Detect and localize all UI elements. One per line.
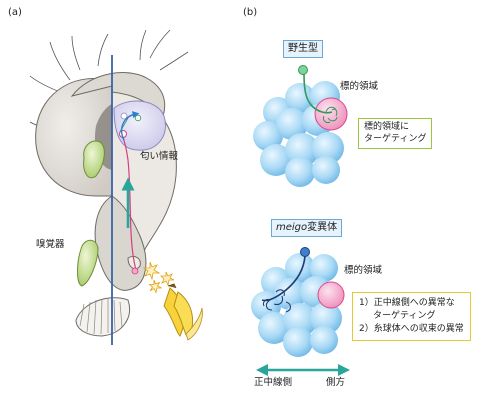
odor-info-label: 匂い情報 (140, 151, 179, 162)
panel-a-label: (a) (8, 7, 22, 18)
labellum (75, 297, 130, 337)
mutant-description-line-2: ターゲティング (373, 311, 436, 322)
antenna (83, 140, 105, 179)
wild-type-target-glomerulus (314, 97, 348, 131)
mutant-target-glomerulus (317, 281, 345, 309)
fly-head-illustration (29, 29, 203, 345)
axis-lateral-label: 側方 (326, 377, 346, 388)
wild-type-description-box: 標的領域に ターゲティング (358, 118, 433, 150)
mutant-title: meigo変異体 (271, 219, 343, 237)
maxillary-palp (77, 239, 99, 287)
mutant-title-suffix: 変異体 (307, 222, 338, 233)
antennal-lobe (113, 100, 166, 151)
wild-type-target-label: 標的領域 (340, 81, 379, 92)
wild-type-description-line-2: ターゲティング (364, 133, 427, 144)
panel-b-label: (b) (243, 7, 258, 18)
banana-illustration (163, 283, 203, 341)
mutant-target-label: 標的領域 (344, 265, 383, 276)
mutant-description-line-3: 2）糸球体への収束の異常 (359, 324, 464, 335)
wild-type-title: 野生型 (283, 40, 323, 58)
mutant-description-line-1: 1）正中線側への異常な (359, 298, 455, 308)
wild-type-description-line-1: 標的領域に (364, 122, 410, 132)
olfactory-organ-label: 嗅覚器 (36, 239, 65, 250)
mutant-description-box: 1）正中線側への異常な ターゲティング 2）糸球体への収束の異常 (352, 292, 471, 342)
wild-type-glomeruli (253, 65, 348, 187)
mutant-title-gene: meigo (276, 222, 308, 233)
mutant-glomeruli (251, 247, 345, 357)
mutant-neuron (261, 255, 306, 302)
wild-type-neuron (303, 73, 333, 114)
axis-medial-label: 正中線側 (254, 377, 293, 388)
odor-sparkles (142, 261, 175, 294)
